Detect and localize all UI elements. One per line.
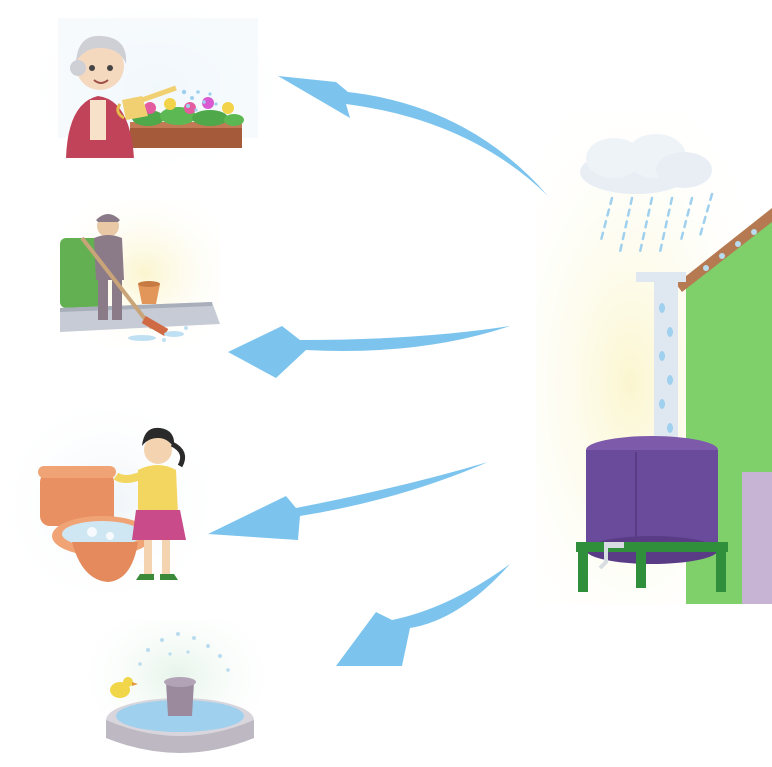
arrow-to-gardening [278,76,548,196]
arrow-to-cleaning [228,326,510,378]
arrow-to-fountain [336,564,510,666]
arrow-to-toilet [208,462,488,540]
